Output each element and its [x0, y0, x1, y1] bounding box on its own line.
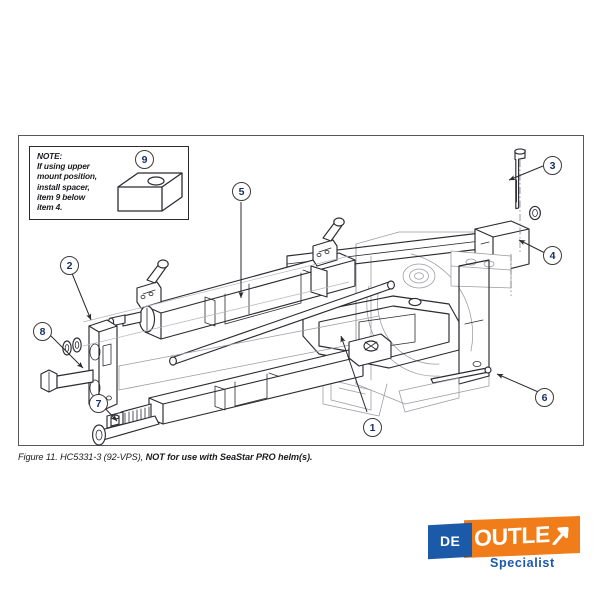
- note-line-1: If using upper: [37, 161, 90, 172]
- note-line-5: item 4.: [37, 202, 63, 213]
- leader-3: [508, 165, 544, 181]
- leader-8: [46, 331, 84, 369]
- hose-fitting-left: [136, 259, 169, 309]
- caption-suffix: for use with SeaStar PRO helm(s).: [167, 452, 313, 462]
- callout-3[interactable]: 3: [543, 156, 562, 175]
- spacer-block-drawing: [117, 172, 183, 212]
- logo-outlet-text: OUTLE: [474, 520, 550, 552]
- leader-6: [496, 373, 544, 395]
- callout-9[interactable]: 9: [135, 150, 154, 169]
- support-tube: [118, 315, 380, 391]
- callout-2[interactable]: 2: [60, 256, 79, 275]
- logo-de-text: DE: [439, 533, 461, 549]
- lower-pivot-pin: [430, 366, 492, 384]
- arrow-icon: [552, 526, 569, 545]
- logo-de-block: DE: [428, 522, 472, 560]
- caption-bold-not: NOT: [145, 452, 165, 462]
- diagram-frame: .ln { fill:none; stroke:#2b2b30; stroke-…: [18, 135, 584, 446]
- note-line-3: install spacer,: [37, 181, 90, 192]
- washer-pair: [62, 337, 82, 356]
- hose-fitting-right: [312, 217, 345, 267]
- figure-caption: Figure 11. HC5331-3 (92-VPS), NOT for us…: [18, 452, 312, 462]
- leader-1: [340, 335, 368, 413]
- note-header: NOTE:: [37, 151, 63, 161]
- callout-7[interactable]: 7: [89, 394, 108, 413]
- note-line-2: mount position,: [37, 171, 97, 182]
- leader-4: [518, 239, 548, 255]
- hydraulic-cylinder: [107, 217, 356, 340]
- leader-2: [68, 265, 92, 321]
- callout-8[interactable]: 8: [33, 322, 52, 341]
- cylinder-axis: [82, 255, 350, 323]
- callout-1[interactable]: 1: [363, 418, 382, 437]
- upper-tie-rod: [169, 280, 395, 366]
- callout-4[interactable]: 4: [543, 246, 562, 265]
- note-text: NOTE: If using upper mount position, ins…: [37, 151, 117, 212]
- callout-6[interactable]: 6: [535, 388, 554, 407]
- note-box: NOTE: If using upper mount position, ins…: [29, 146, 189, 220]
- caption-prefix: Figure 11. HC5331-3 (92-VPS),: [18, 452, 144, 462]
- washer-upper: [529, 205, 541, 221]
- callout-5[interactable]: 5: [232, 182, 251, 201]
- note-line-4: item 9 below: [37, 191, 85, 202]
- long-bolt: [514, 148, 526, 210]
- logo-specialist-text: Specialist: [490, 556, 555, 570]
- exploded-parts-drawing: .ln { fill:none; stroke:#2b2b30; stroke-…: [40, 148, 548, 446]
- steering-tube-assembly: [92, 333, 392, 446]
- hex-head-bolt: [40, 369, 94, 393]
- logo[interactable]: DE OUTLE Specialist: [428, 512, 580, 574]
